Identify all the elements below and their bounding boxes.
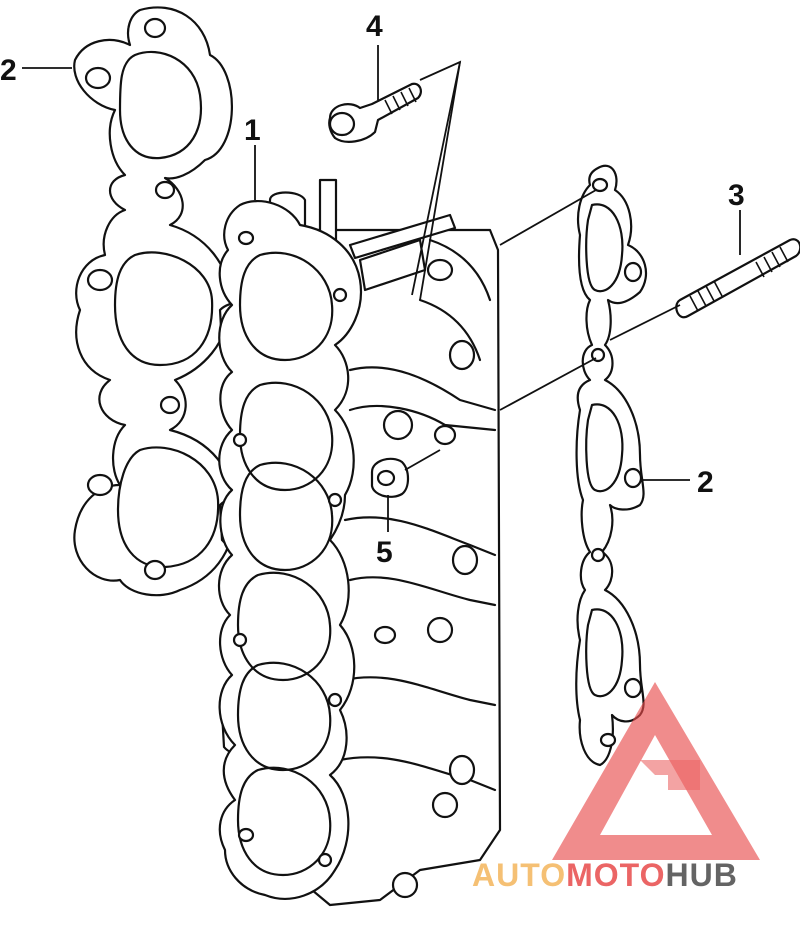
stud-bolt — [675, 238, 800, 319]
watermark-hub: HUB — [665, 857, 737, 893]
leader-lines — [22, 45, 741, 532]
callout-3: 3 — [728, 179, 745, 212]
manifold-flange — [217, 200, 363, 900]
automotohub-watermark: AUTOMOTOHUB — [472, 682, 760, 893]
left-manifold-gasket — [73, 6, 237, 597]
callout-1: 1 — [244, 114, 261, 147]
callout-4: 4 — [366, 10, 383, 43]
callout-2-left: 2 — [0, 54, 17, 87]
watermark-auto: AUTO — [472, 857, 566, 893]
callout-2-right: 2 — [697, 466, 714, 499]
flange-nut — [370, 457, 410, 498]
right-manifold-gasket — [575, 164, 648, 767]
svg-text:AUTOMOTOHUB: AUTOMOTOHUB — [472, 857, 738, 893]
flange-bolt — [328, 82, 422, 143]
callout-5: 5 — [376, 536, 393, 569]
watermark-moto: MOTO — [566, 857, 665, 893]
watermark-triangle-logo — [552, 682, 760, 860]
